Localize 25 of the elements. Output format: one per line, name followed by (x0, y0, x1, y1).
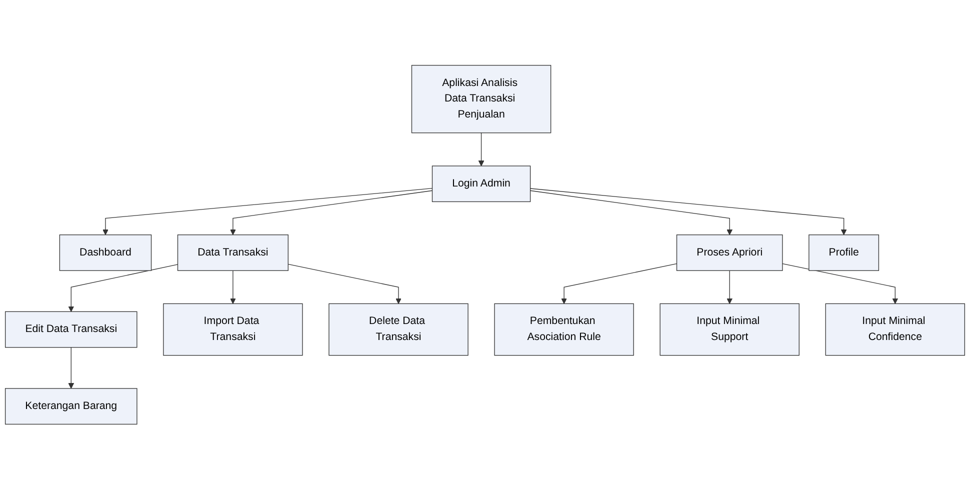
node-box: Login Admin (432, 165, 531, 202)
node-box: Import Data Transaksi (163, 303, 303, 356)
node-box: Pembentukan Asociation Rule (494, 303, 634, 356)
arrow (230, 190, 433, 235)
node-box: Delete Data Transaksi (328, 303, 468, 356)
arrow (288, 264, 402, 304)
node-box: Keterangan Barang (4, 388, 138, 424)
arrow (561, 263, 678, 304)
node-box: Proses Apriori (676, 234, 783, 271)
arrow (102, 188, 433, 235)
arrow (68, 346, 74, 388)
arrow (726, 270, 733, 304)
node-box: Data Transaksi (177, 234, 288, 271)
node-box: Input Minimal Confidence (825, 303, 966, 356)
arrow (782, 263, 898, 304)
arrow (530, 188, 847, 235)
arrow (478, 132, 484, 166)
arrow (530, 190, 733, 235)
node-box: Edit Data Transaksi (5, 311, 138, 348)
node-box: Dashboard (59, 234, 152, 271)
arrow (68, 264, 178, 312)
arrow (230, 270, 236, 304)
node-box: Input Minimal Support (660, 303, 800, 356)
node-box: Profile (808, 234, 880, 271)
node-box: Aplikasi Analisis Data Transaksi Penjualan (411, 64, 552, 133)
